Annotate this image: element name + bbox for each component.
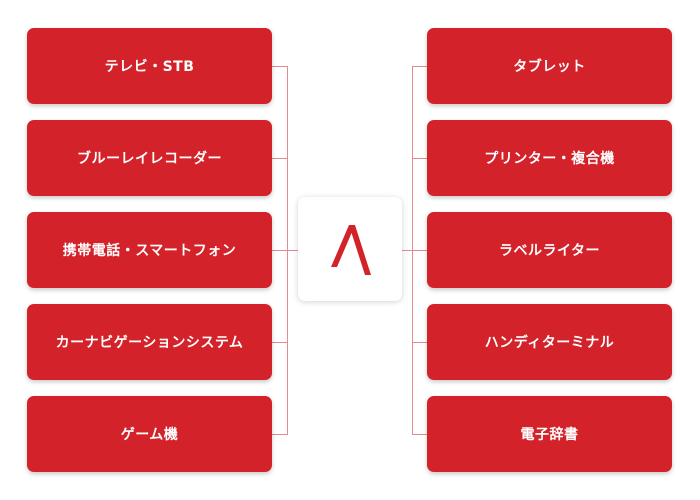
connector-left-1 [272, 66, 288, 67]
connector-left-5 [272, 434, 288, 435]
left-item-label: カーナビゲーションシステム [55, 335, 244, 351]
left-item-label: 携帯電話・スマートフォン [62, 243, 237, 259]
connector-right-1 [412, 66, 427, 67]
left-item-car-navigation: カーナビゲーションシステム [27, 304, 272, 380]
right-item-label: ラベルライター [499, 243, 600, 259]
right-item-printer: プリンター・複合機 [427, 120, 672, 196]
right-item-label: プリンター・複合機 [484, 151, 615, 167]
left-item-bluray-recorder: ブルーレイレコーダー [27, 120, 272, 196]
logo-stroke-right [349, 225, 371, 275]
left-item-game-console: ゲーム機 [27, 396, 272, 472]
left-item-label: ブルーレイレコーダー [77, 151, 222, 167]
connector-right-5 [412, 434, 427, 435]
connector-right-2 [412, 158, 427, 159]
right-item-label-writer: ラベルライター [427, 212, 672, 288]
right-item-handy-terminal: ハンディターミナル [427, 304, 672, 380]
right-item-tablet: タブレット [427, 28, 672, 104]
brand-logo-icon [331, 225, 371, 275]
left-item-tv-stb: テレビ・STB [27, 28, 272, 104]
logo-stroke-left [331, 225, 355, 267]
center-logo-card [298, 197, 402, 301]
connector-right-4 [412, 342, 427, 343]
right-item-label: ハンディターミナル [484, 335, 615, 351]
left-item-mobile-phone: 携帯電話・スマートフォン [27, 212, 272, 288]
right-item-label: タブレット [513, 59, 586, 75]
connector-left-3 [272, 250, 298, 251]
right-item-electronic-dictionary: 電子辞書 [427, 396, 672, 472]
connector-left-4 [272, 342, 288, 343]
connector-left-2 [272, 158, 288, 159]
connector-right-3 [402, 250, 427, 251]
left-item-label: テレビ・STB [104, 59, 195, 75]
left-item-label: ゲーム機 [120, 427, 179, 443]
right-item-label: 電子辞書 [520, 427, 579, 443]
